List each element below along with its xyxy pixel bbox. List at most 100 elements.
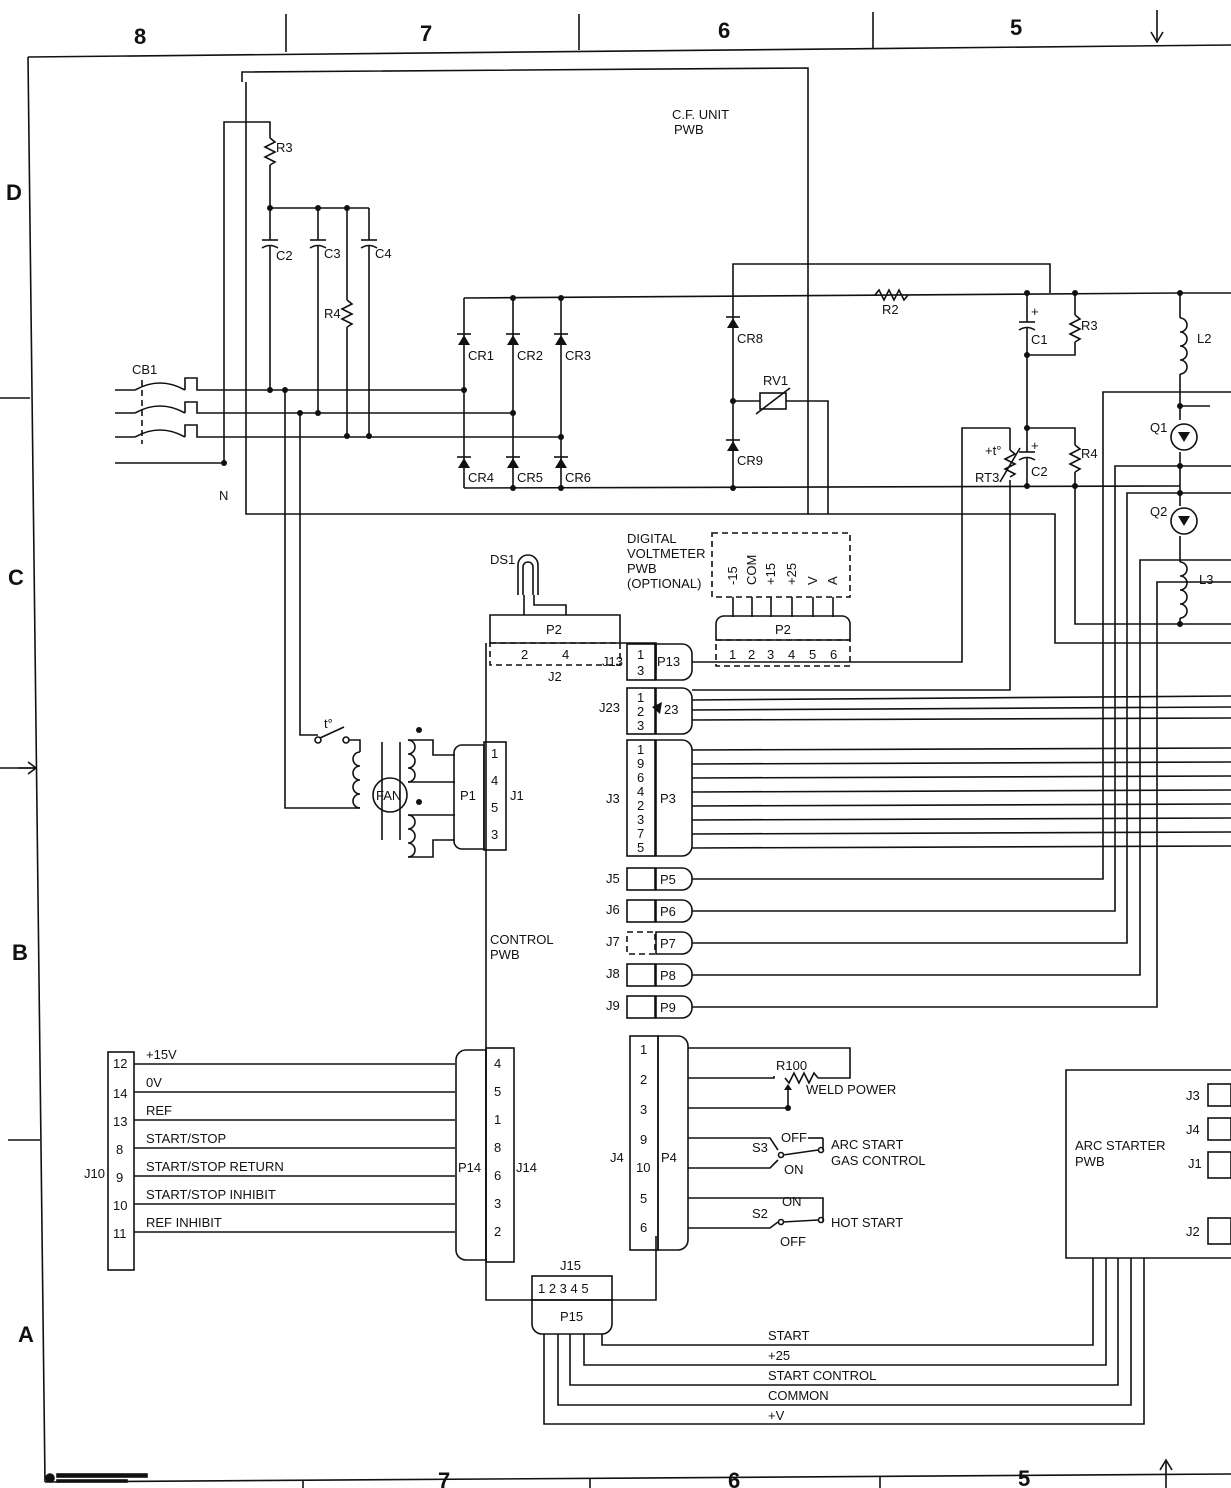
j4-pin-6: 6 xyxy=(640,1220,647,1235)
zone-labels: 8 7 6 5 7 6 5 D C B A xyxy=(6,15,1030,1488)
zone-top-8: 8 xyxy=(134,24,146,49)
connector-j8-p8: J8 P8 xyxy=(606,559,1231,987)
p5-label: P5 xyxy=(660,872,676,887)
j14-pin-8: 8 xyxy=(494,1140,501,1155)
j7-label: J7 xyxy=(606,934,620,949)
q2-label: Q2 xyxy=(1150,504,1167,519)
arc-j3-label: J3 xyxy=(1186,1088,1200,1103)
j4-pin-5: 5 xyxy=(640,1191,647,1206)
j3-pin-5: 5 xyxy=(637,840,644,855)
hot-start-label: HOT START xyxy=(831,1215,903,1230)
j10-signal-start-stop-inhibit: START/STOP INHIBIT xyxy=(146,1187,276,1202)
c1-label: C1 xyxy=(1031,332,1048,347)
zone-top-6: 6 xyxy=(718,18,730,43)
j14-label: J14 xyxy=(516,1160,537,1175)
zone-left-D: D xyxy=(6,180,22,205)
voltmeter-label-1: DIGITAL xyxy=(627,531,677,546)
j1-label: J1 xyxy=(510,788,524,803)
voltmeter-label-3: PWB xyxy=(627,561,657,576)
p15-signal-start: START xyxy=(768,1328,809,1343)
j14-pin-1: 1 xyxy=(494,1112,501,1127)
j2-pin-4: 4 xyxy=(562,647,569,662)
cr8-label: CR8 xyxy=(737,331,763,346)
c2-top-label: C2 xyxy=(276,248,293,263)
c2-label: C2 xyxy=(1031,464,1048,479)
vm-pin-1: 1 xyxy=(729,647,736,662)
j10-signal-start-stop: START/STOP xyxy=(146,1131,226,1146)
vm-signal-v: V xyxy=(805,576,820,585)
j5-label: J5 xyxy=(606,871,620,886)
cr4-label: CR4 xyxy=(468,470,494,485)
p6-label: P6 xyxy=(660,904,676,919)
j1-pin-5: 5 xyxy=(491,800,498,815)
cr9-label: CR9 xyxy=(737,453,763,468)
neutral-label: N xyxy=(219,488,228,503)
cb1-label: CB1 xyxy=(132,362,157,377)
j14-pin-2: 2 xyxy=(494,1224,501,1239)
control-label-2: PWB xyxy=(490,947,520,962)
l2-label: L2 xyxy=(1197,331,1211,346)
connector-j4-p4: J4 1 2 3 9 10 5 6 P4 xyxy=(610,1035,689,1251)
vm-pin-6: 6 xyxy=(830,647,837,662)
j13-pin-3: 3 xyxy=(637,663,644,678)
corner-logo xyxy=(45,1473,148,1483)
p23-label: 23 xyxy=(664,702,678,717)
j10-pin-11: 11 xyxy=(113,1226,127,1241)
p15-signal-25: +25 xyxy=(768,1348,790,1363)
thermostat-label: t° xyxy=(324,716,333,731)
arc-j4-label: J4 xyxy=(1186,1122,1200,1137)
j4-pin-2: 2 xyxy=(640,1072,647,1087)
voltmeter-label-4: (OPTIONAL) xyxy=(627,576,701,591)
fan-circuit: t° FAN P1 1 4 5 3 J1 xyxy=(284,390,524,858)
j4-pin-3: 3 xyxy=(640,1102,647,1117)
connector-j3-p3: J3 1 9 6 4 2 3 7 5 P3 xyxy=(606,739,1231,857)
cf-unit-label-2: PWB xyxy=(674,122,704,137)
cr5-label: CR5 xyxy=(517,470,543,485)
p1-label: P1 xyxy=(460,788,476,803)
weld-power-label: WELD POWER xyxy=(806,1082,896,1097)
connector-j23-p23: J23 1 2 3 23 xyxy=(599,687,1231,735)
j10-signal-ref: REF xyxy=(146,1103,172,1118)
zone-left-C: C xyxy=(8,565,24,590)
j14-pin-4: 4 xyxy=(494,1056,501,1071)
j6-label: J6 xyxy=(606,902,620,917)
j10-signal-start-stop-return: START/STOP RETURN xyxy=(146,1159,284,1174)
rt3-label: RT3 xyxy=(975,470,999,485)
j1-pin-3: 3 xyxy=(491,827,498,842)
j15-pins: 1 2 3 4 5 xyxy=(538,1281,589,1296)
j3-pin-9: 9 xyxy=(637,756,644,771)
arc-start-label: ARC START xyxy=(831,1137,904,1152)
r3-label: R3 xyxy=(1081,318,1098,333)
j10-pin-9: 9 xyxy=(116,1170,123,1185)
cf-unit-label-1: C.F. UNIT xyxy=(672,107,729,122)
zone-bottom-5: 5 xyxy=(1018,1466,1030,1488)
p15-signal-start-control: START CONTROL xyxy=(768,1368,876,1383)
connector-j7-p7: J7 P7 xyxy=(606,492,1180,955)
s2-switch: S2 ON OFF HOT START xyxy=(688,1194,903,1249)
j13-label: J13 xyxy=(602,654,623,669)
j14-pin-3: 3 xyxy=(494,1196,501,1211)
s2-on-label: ON xyxy=(782,1194,802,1209)
l3-label: L3 xyxy=(1199,572,1213,587)
p7-label: P7 xyxy=(660,936,676,951)
j15-label: J15 xyxy=(560,1258,581,1273)
cr3-label: CR3 xyxy=(565,348,591,363)
connector-j10: J10 12 14 13 8 9 10 11 +15V 0V REF START… xyxy=(84,1047,455,1271)
j3-pin-1: 1 xyxy=(637,742,644,757)
vm-pin-2: 2 xyxy=(748,647,755,662)
p9-label: P9 xyxy=(660,1000,676,1015)
s2-label: S2 xyxy=(752,1206,768,1221)
vm-signal-a: A xyxy=(825,576,840,585)
j4-pin-10: 10 xyxy=(636,1160,650,1175)
p4-label: P4 xyxy=(661,1150,677,1165)
r4-label: R4 xyxy=(1081,446,1098,461)
p15-label: P15 xyxy=(560,1309,583,1324)
j10-signal-0v: 0V xyxy=(146,1075,162,1090)
j1-pin-4: 4 xyxy=(491,773,498,788)
j8-label: J8 xyxy=(606,966,620,981)
gas-control-label: GAS CONTROL xyxy=(831,1153,926,1168)
j10-pin-12: 12 xyxy=(113,1056,127,1071)
arc-starter-label-1: ARC STARTER xyxy=(1075,1138,1166,1153)
j10-pin-13: 13 xyxy=(113,1114,127,1129)
connector-j13-p13: J13 1 3 P13 xyxy=(602,643,693,681)
